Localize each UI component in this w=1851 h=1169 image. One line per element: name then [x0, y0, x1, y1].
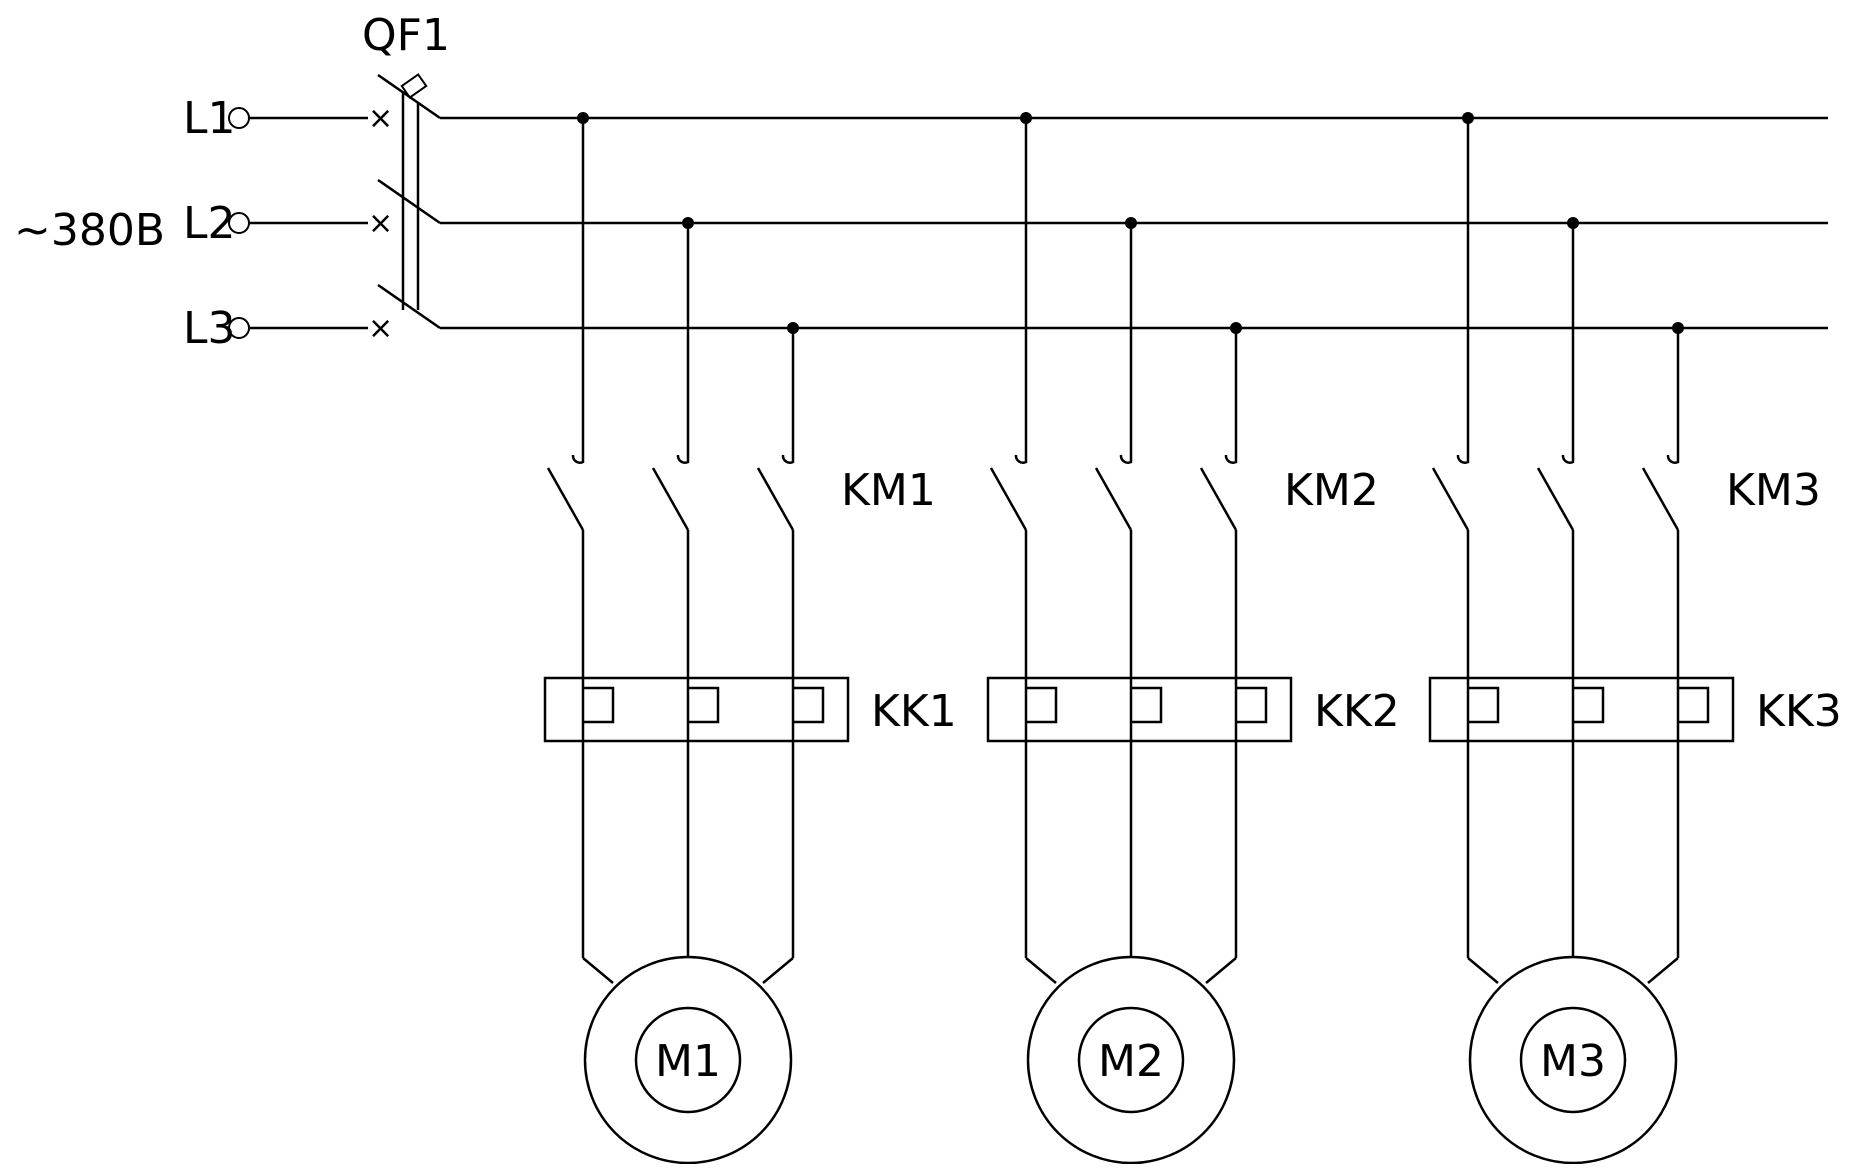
contact-hook: [1119, 450, 1133, 464]
phase-label-L3: L3: [183, 303, 236, 354]
motor-outer: [1468, 955, 1678, 1165]
contact-hook: [1014, 450, 1028, 464]
heater-element: [1678, 686, 1710, 724]
motor-outer: [583, 955, 793, 1165]
motor-inner: [1077, 1006, 1185, 1114]
heater-element: [583, 686, 615, 724]
motor-inner: [634, 1006, 742, 1114]
contact-hook: [1224, 450, 1238, 464]
heater-element: [1468, 686, 1500, 724]
phase-L1: L1 ×: [183, 93, 393, 144]
heater-element: [1573, 686, 1605, 724]
contactor-label: KM3: [1726, 465, 1821, 516]
overload-relay-box: [543, 676, 850, 743]
contactor-blade: [1431, 467, 1470, 531]
contact-hook: [676, 450, 690, 464]
breaker-x-L3: ×: [368, 311, 393, 346]
contactor-label: KM2: [1284, 465, 1379, 516]
contact-hook: [571, 450, 585, 464]
motor-inner: [1519, 1006, 1627, 1114]
contactor-blade: [1094, 467, 1133, 531]
breaker-x-L2: ×: [368, 206, 393, 241]
phase-label-L2: L2: [183, 198, 236, 249]
heater-element: [793, 686, 825, 724]
motor-label: M1: [655, 1036, 721, 1087]
contact-hook: [781, 450, 795, 464]
overload-label: KK3: [1756, 686, 1842, 737]
motor-outer: [1026, 955, 1236, 1165]
phase-L2: L2 ×: [183, 198, 393, 249]
motor-label: M2: [1098, 1036, 1164, 1087]
heater-element: [1236, 686, 1268, 724]
overload-label: KK2: [1314, 686, 1400, 737]
phase-label-L1: L1: [183, 93, 236, 144]
overload-label: KK1: [871, 686, 957, 737]
phase-L3: L3 ×: [183, 303, 393, 354]
contact-hook: [1666, 450, 1680, 464]
overload-relay-box: [986, 676, 1293, 743]
contactor-label: KM1: [841, 465, 936, 516]
contact-hook: [1561, 450, 1575, 464]
contactor-blade: [989, 467, 1028, 531]
breaker-label: QF1: [362, 10, 450, 61]
heater-element: [688, 686, 720, 724]
contactor-blade: [1536, 467, 1575, 531]
breaker-qf1: QF1: [362, 10, 450, 330]
contactor-blade: [546, 467, 585, 531]
heater-element: [1026, 686, 1058, 724]
supply-voltage-label: ~380B: [14, 205, 165, 256]
contact-hook: [1456, 450, 1470, 464]
motor-label: M3: [1540, 1036, 1606, 1087]
heater-element: [1131, 686, 1163, 724]
overload-relay-box: [1428, 676, 1735, 743]
breaker-x-L1: ×: [368, 101, 393, 136]
contactor-blade: [651, 467, 690, 531]
contactor-blade: [1641, 467, 1680, 531]
contactor-blade: [756, 467, 795, 531]
contactor-blade: [1199, 467, 1238, 531]
